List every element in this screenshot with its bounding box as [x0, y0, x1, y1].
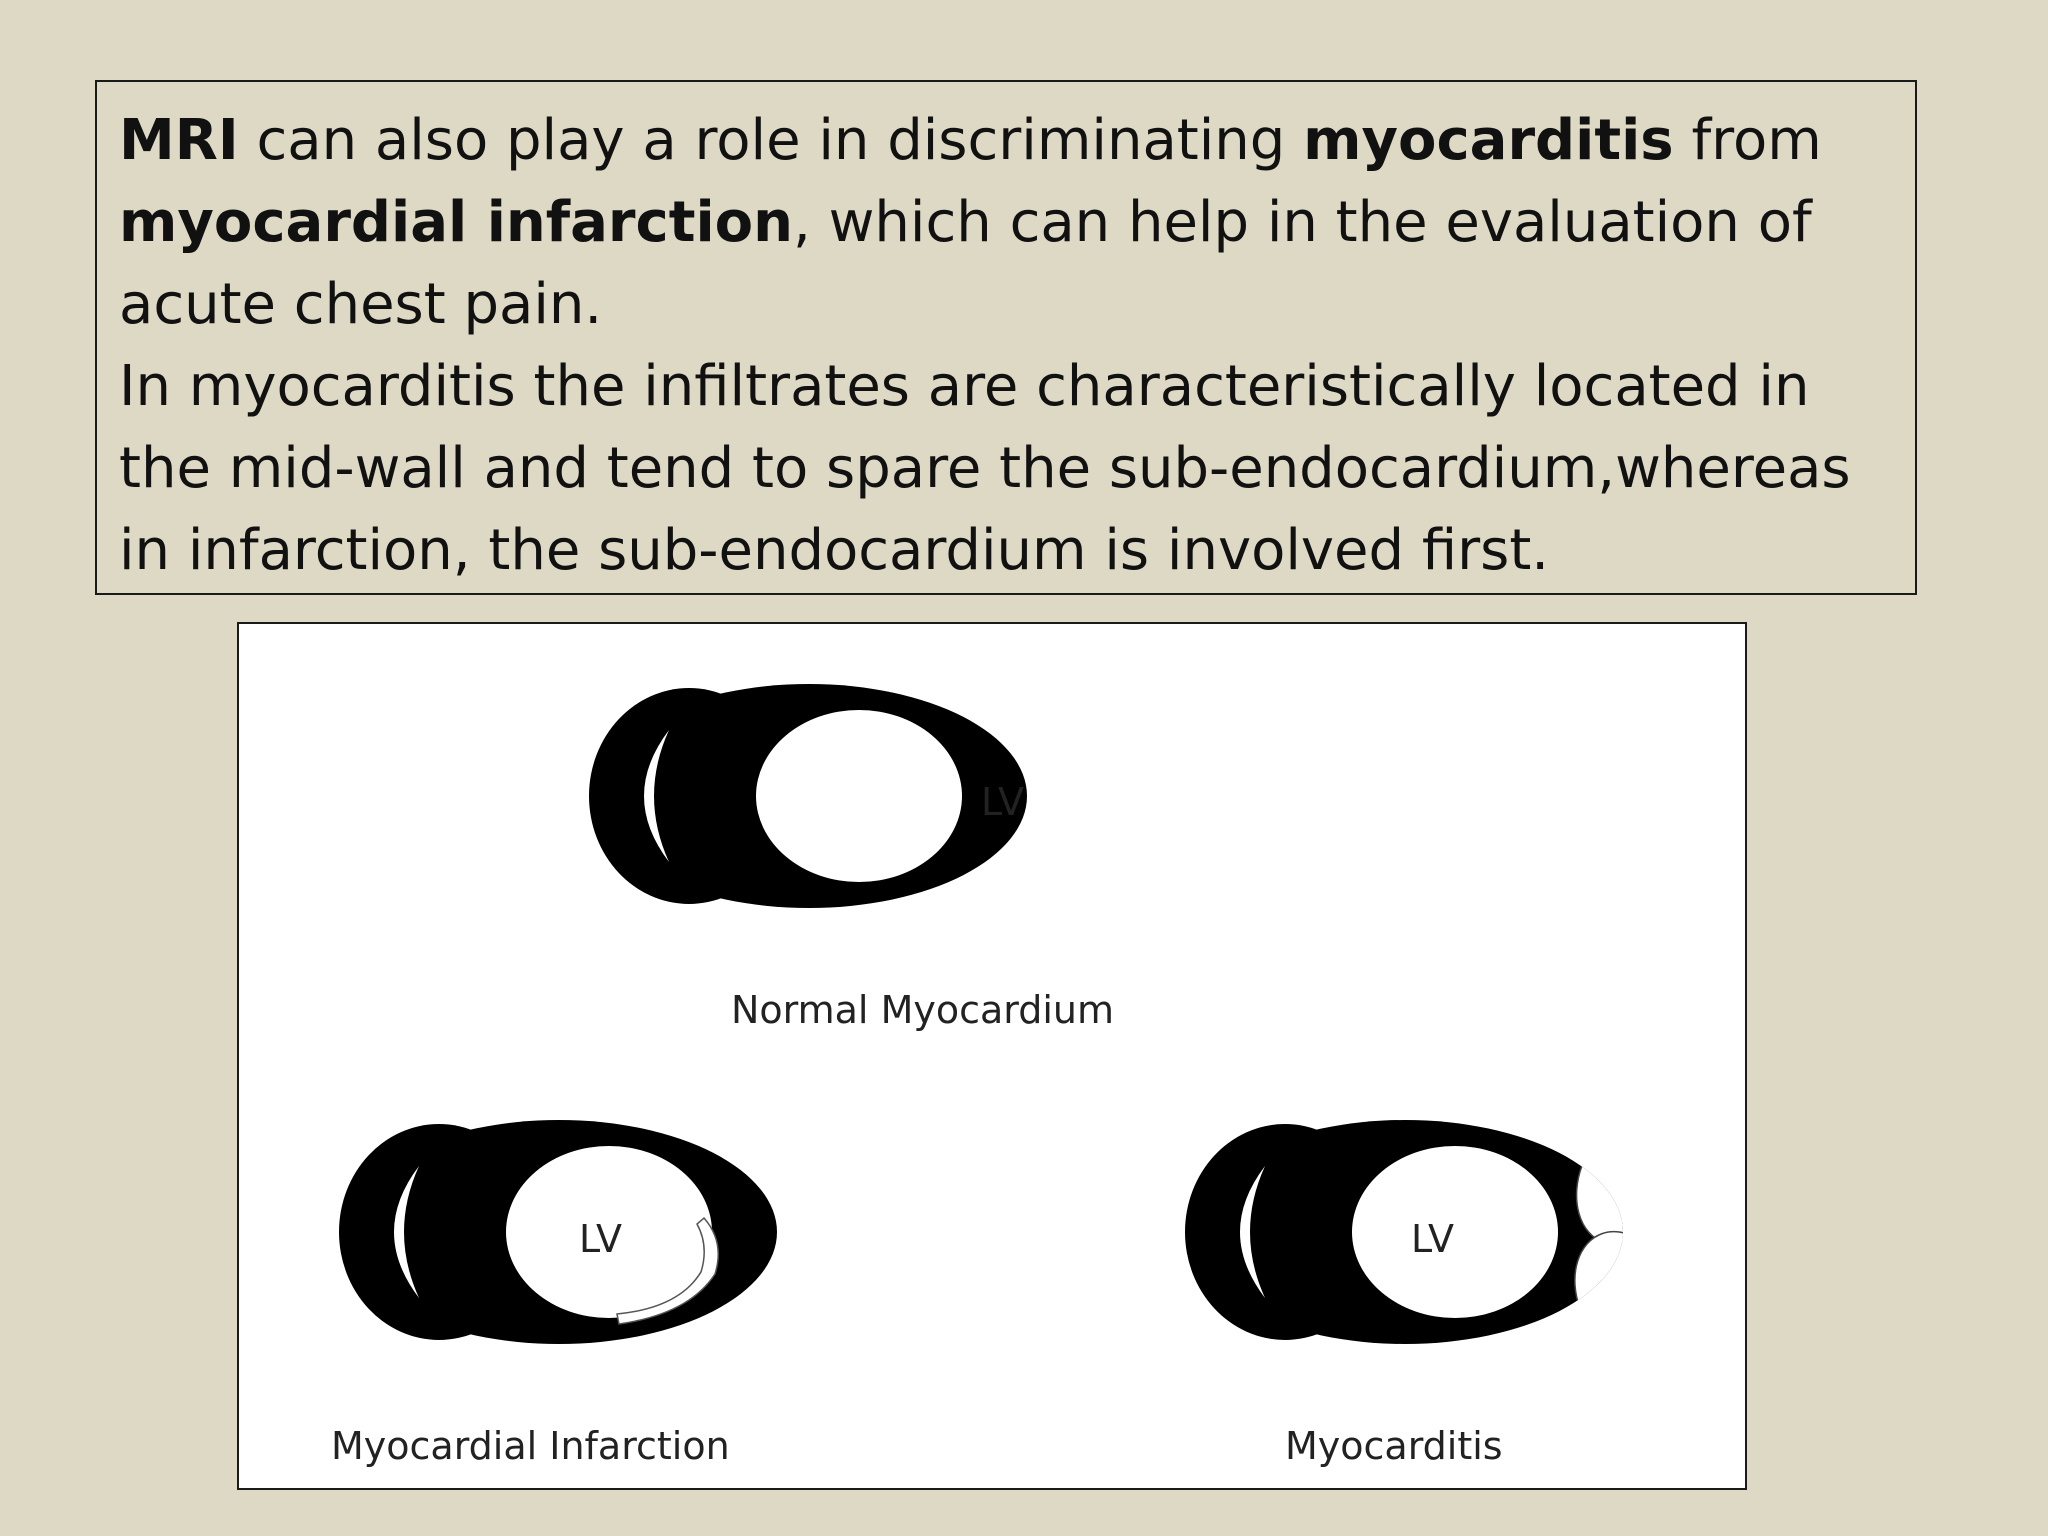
- term-myocardial-infarction: myocardial infarction: [119, 190, 794, 255]
- lv-label-infarction: LV: [579, 1217, 622, 1261]
- heart-cross-sections: [339, 684, 1623, 1344]
- lv-label-normal: LV: [981, 780, 1024, 824]
- lv-label-myocarditis: LV: [1411, 1217, 1454, 1261]
- myocardial-infarction-section: [339, 1120, 777, 1344]
- text-fragment: , which can help in the evaluation of ac…: [119, 190, 1812, 337]
- rv-cavity: [1240, 1166, 1265, 1298]
- explanation-text-box: MRI can also play a role in discriminati…: [95, 80, 1917, 595]
- paragraph-2: In myocarditis the infiltrates are chara…: [119, 354, 1851, 583]
- lv-cavity: [756, 710, 962, 882]
- term-mri: MRI: [119, 108, 239, 173]
- lv-cavity: [1352, 1146, 1558, 1318]
- caption-myocardial-infarction: Myocardial Infarction: [331, 1424, 730, 1468]
- normal-myocardium-section: [589, 684, 1027, 908]
- myocardium-diagram: LV LV LV Normal Myocardium Myocardial In…: [237, 622, 1747, 1490]
- text-fragment: can also play a role in discriminating: [238, 108, 1304, 173]
- rv-cavity: [644, 730, 669, 862]
- caption-myocarditis: Myocarditis: [1285, 1424, 1503, 1468]
- rv-cavity: [394, 1166, 419, 1298]
- text-fragment: from: [1673, 108, 1822, 173]
- caption-normal-myocardium: Normal Myocardium: [731, 988, 1115, 1032]
- term-myocarditis: myocarditis: [1303, 108, 1674, 173]
- paragraph-1: MRI can also play a role in discriminati…: [119, 100, 1893, 346]
- lv-cavity: [506, 1146, 712, 1318]
- infarct-region: [616, 1216, 719, 1325]
